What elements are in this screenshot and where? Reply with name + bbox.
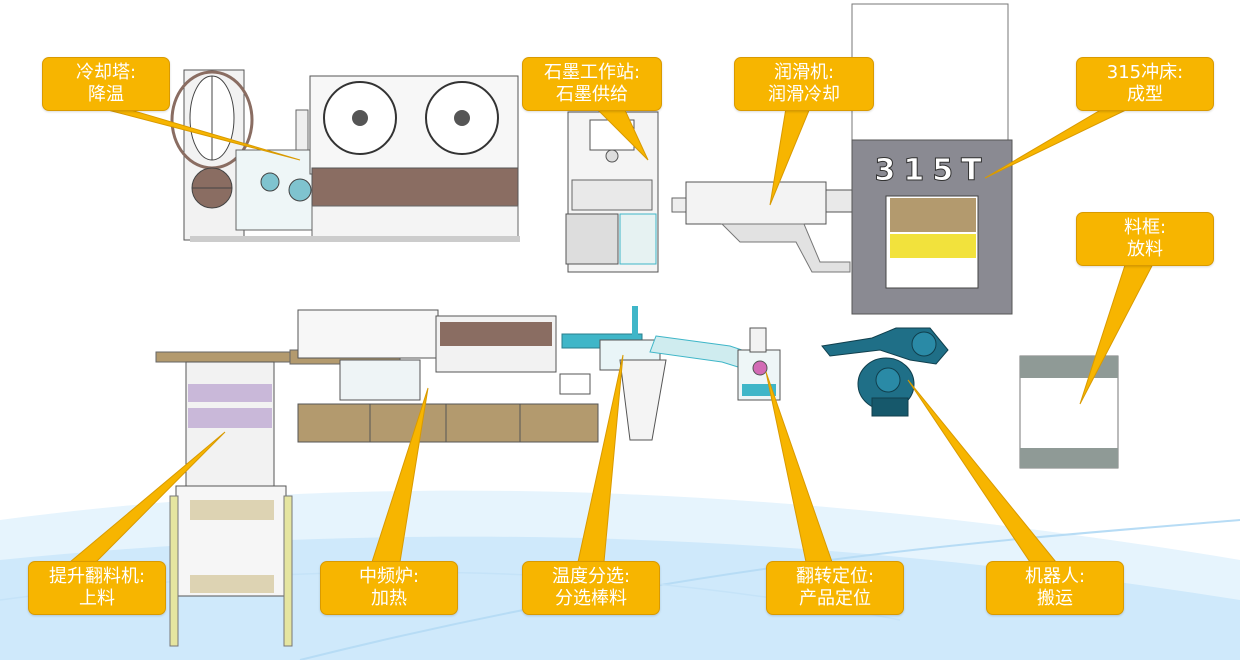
cooling-tower-function: 降温 [88,84,124,105]
graphite-station-callout: 石墨工作站: 石墨供给 [522,57,662,111]
sorter-function: 分选棒料 [555,588,627,609]
press-315-title: 315冲床: [1106,62,1184,83]
lubricator-callout: 润滑机: 润滑冷却 [734,57,874,111]
lifter-title: 提升翻料机: [48,566,146,587]
lubricator-function: 润滑冷却 [768,84,840,105]
robot-callout: 机器人: 搬运 [986,561,1124,615]
lifter-machine [155,351,293,647]
flip-positioner-function: 产品定位 [799,588,871,609]
flip-positioner-callout: 翻转定位: 产品定位 [766,561,904,615]
lifter-function: 上料 [79,588,115,609]
sorter-title: 温度分选: [551,566,631,587]
press-tonnage-label: 315T [874,153,989,188]
flip-positioner-title: 翻转定位: [795,566,875,587]
furnace-callout: 中频炉: 加热 [320,561,458,615]
robot-title: 机器人: [1024,566,1086,587]
sorter-machine [561,306,667,441]
furnace-machine [289,309,599,443]
lubricator-machine [671,181,853,273]
flip-positioner-machine [649,327,781,401]
furnace-title: 中频炉: [358,566,420,587]
graphite-station-function: 石墨供给 [556,84,628,105]
sorter-callout: 温度分选: 分选棒料 [522,561,660,615]
lifter-callout: 提升翻料机: 上料 [28,561,166,615]
graphite-station-title: 石墨工作站: [543,62,641,83]
press-315-machine: 315T [851,3,1013,315]
cooling-tower-callout: 冷却塔: 降温 [42,57,170,111]
cooling-tower-title: 冷却塔: [75,62,137,83]
bin-title: 料框: [1123,217,1167,238]
robot-machine [821,327,949,417]
lubricator-title: 润滑机: [773,62,835,83]
graphite-station-machine [565,111,659,273]
furnace-function: 加热 [371,588,407,609]
press-315-callout: 315冲床: 成型 [1076,57,1214,111]
bin-callout: 料框: 放料 [1076,212,1214,266]
press-315-function: 成型 [1127,84,1163,105]
material-bin [1019,355,1119,469]
cooling-tower-machine [170,69,520,242]
bin-function: 放料 [1127,239,1163,260]
robot-function: 搬运 [1037,588,1073,609]
